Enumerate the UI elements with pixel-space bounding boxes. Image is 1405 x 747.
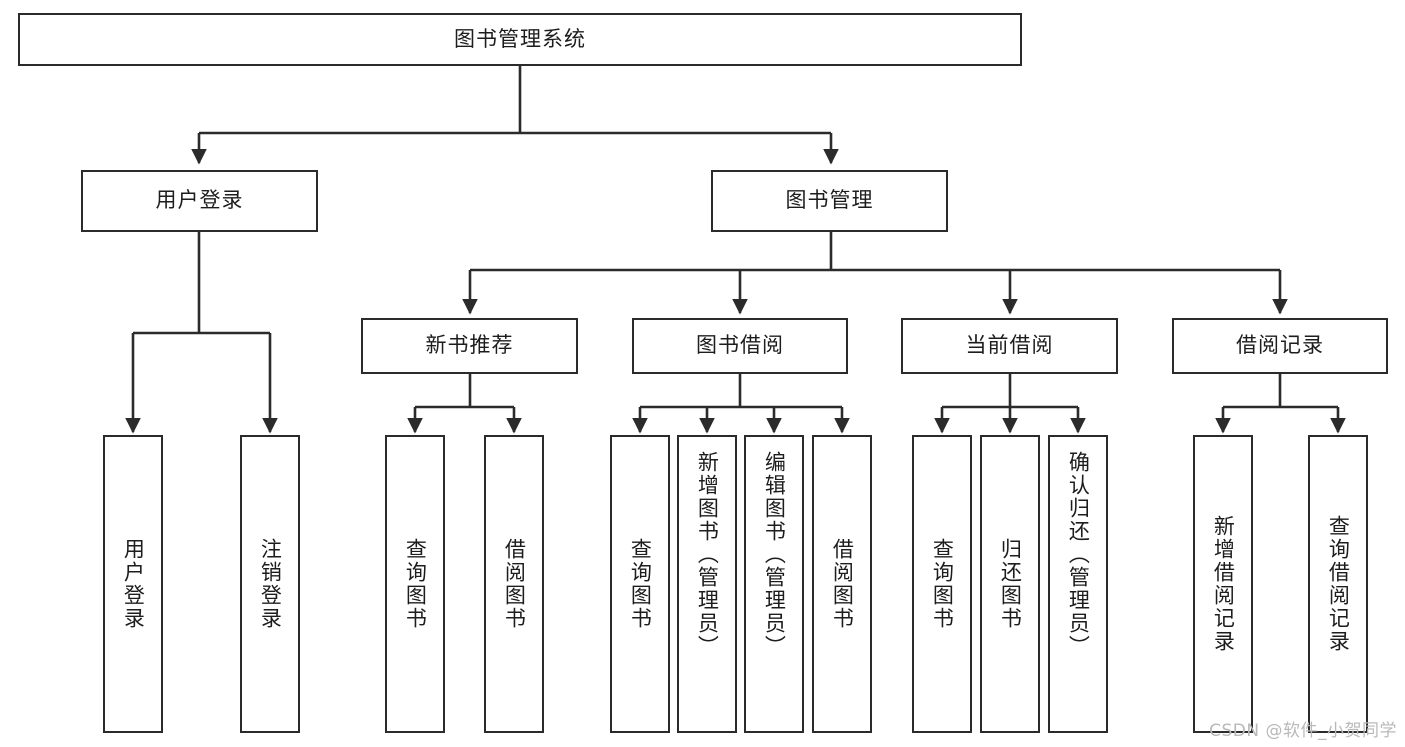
node-label: 编辑图书（管理员） (762, 451, 787, 658)
node-label: 查询图书 (930, 538, 955, 630)
leaf-edit-book-admin[interactable]: 编辑图书（管理员） (744, 435, 804, 733)
node-borrow-record[interactable]: 借阅记录 (1172, 318, 1388, 374)
node-label: 新书推荐 (425, 333, 514, 358)
node-label: 当前借阅 (965, 333, 1054, 358)
node-label: 确认归还（管理员） (1066, 451, 1091, 658)
node-label: 归还图书 (998, 538, 1023, 630)
node-label: 用户登录 (121, 538, 146, 630)
leaf-query-book-borrow[interactable]: 查询图书 (610, 435, 670, 733)
node-label: 借阅图书 (502, 538, 527, 630)
leaf-confirm-return-admin[interactable]: 确认归还（管理员） (1048, 435, 1108, 733)
node-new-book-recommend[interactable]: 新书推荐 (361, 318, 578, 374)
node-label: 图书借阅 (696, 333, 784, 358)
leaf-borrow-book-recommend[interactable]: 借阅图书 (484, 435, 544, 733)
node-user-login[interactable]: 用户登录 (81, 170, 318, 232)
node-label: 查询图书 (628, 538, 653, 630)
leaf-logout[interactable]: 注销登录 (240, 435, 300, 733)
leaf-return-book[interactable]: 归还图书 (980, 435, 1040, 733)
csdn-watermark: CSDN @软件_小贺同学 (1209, 721, 1397, 741)
node-label: 查询图书 (403, 538, 428, 630)
node-root-book-management-system[interactable]: 图书管理系统 (18, 13, 1022, 66)
node-label: 注销登录 (258, 538, 283, 630)
node-book-management[interactable]: 图书管理 (711, 170, 948, 232)
leaf-add-book-admin[interactable]: 新增图书（管理员） (677, 435, 737, 733)
node-label: 新增借阅记录 (1211, 515, 1236, 653)
node-label: 图书管理系统 (454, 26, 586, 51)
node-label: 新增图书（管理员） (695, 451, 720, 658)
node-book-borrow[interactable]: 图书借阅 (632, 318, 848, 374)
node-label: 图书管理 (785, 188, 874, 213)
leaf-user-login[interactable]: 用户登录 (103, 435, 163, 733)
node-label: 用户登录 (155, 188, 244, 213)
node-label: 查询借阅记录 (1326, 515, 1351, 653)
node-current-borrow[interactable]: 当前借阅 (901, 318, 1118, 374)
node-label: 借阅记录 (1236, 333, 1324, 358)
leaf-query-borrow-record[interactable]: 查询借阅记录 (1308, 435, 1368, 733)
node-label: 借阅图书 (830, 538, 855, 630)
leaf-borrow-book[interactable]: 借阅图书 (812, 435, 872, 733)
leaf-query-book-current[interactable]: 查询图书 (912, 435, 972, 733)
leaf-add-borrow-record[interactable]: 新增借阅记录 (1193, 435, 1253, 733)
leaf-query-book-recommend[interactable]: 查询图书 (385, 435, 445, 733)
